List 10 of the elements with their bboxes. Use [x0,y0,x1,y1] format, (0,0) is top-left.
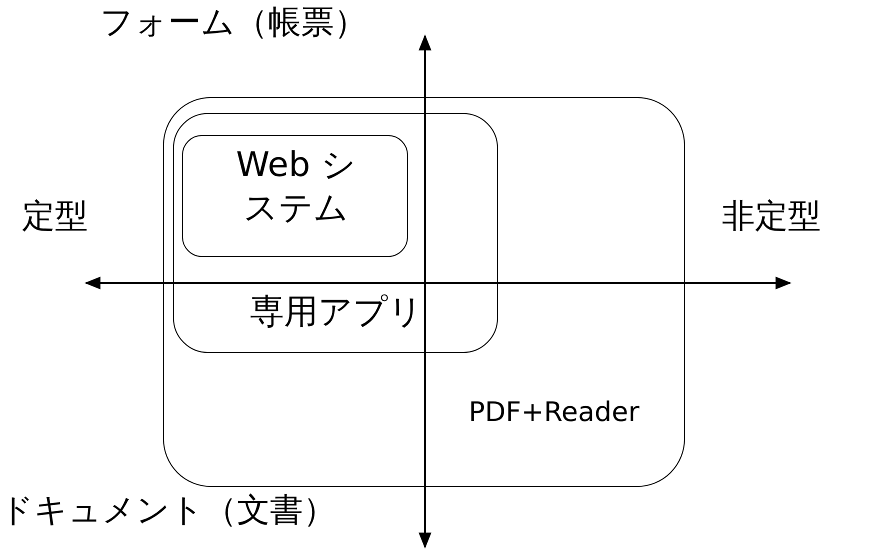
app-region [182,135,408,257]
region-label: PDF+Reader [468,398,640,428]
app-region [173,113,498,353]
app-region [163,97,685,487]
axis-label: 定型 [22,198,88,234]
axis-label: フォーム（帳票） [100,4,367,40]
axis-label: 非定型 [722,198,821,234]
region-label: Web システム [235,144,357,229]
region-label: 専用アプリ [249,294,424,332]
axis-label: ドキュメント（文書） [0,492,336,528]
